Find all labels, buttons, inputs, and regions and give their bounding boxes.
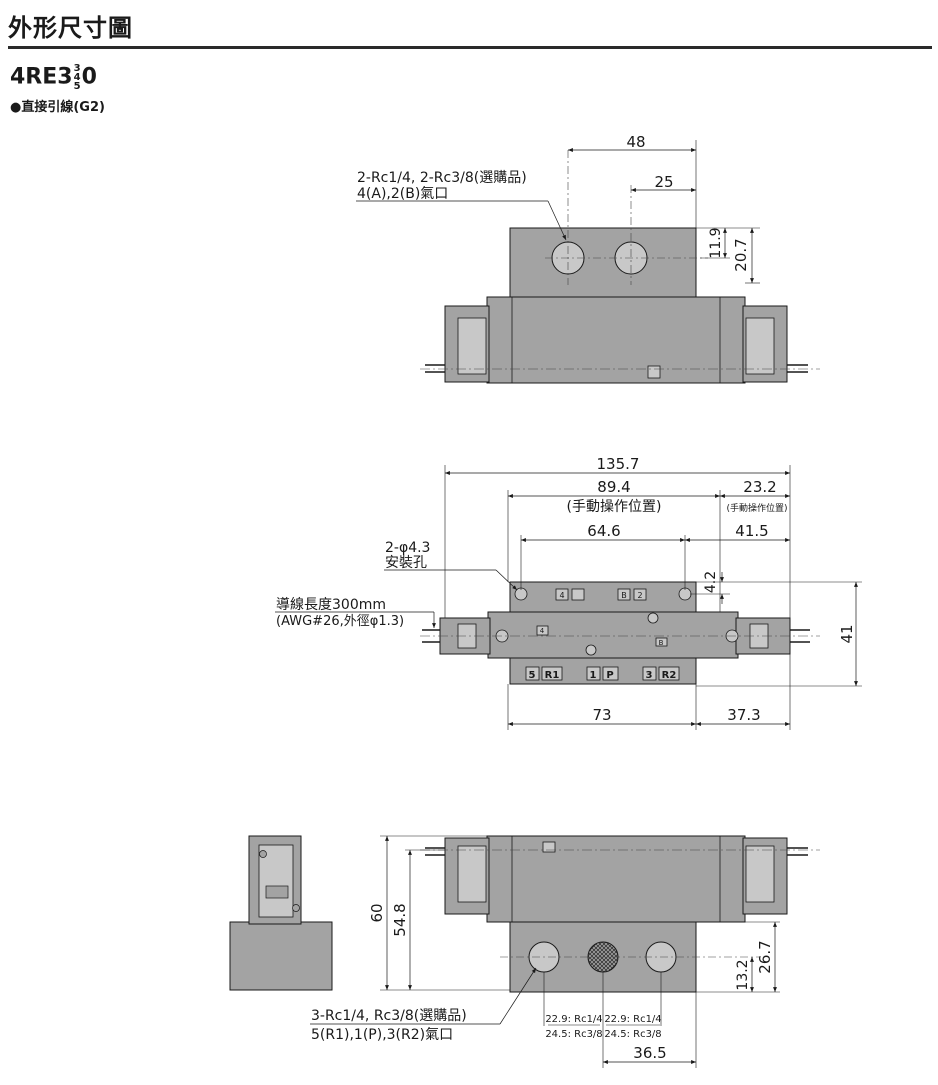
port-1: 1 bbox=[590, 670, 597, 681]
side-notch bbox=[542, 841, 556, 853]
model-frac-top: 3 bbox=[73, 63, 81, 74]
lead-wire-right bbox=[787, 364, 808, 373]
lead-length-label: 導線長度300mm bbox=[276, 597, 386, 613]
manual-op-label-small: (手動操作位置) bbox=[726, 502, 787, 514]
mount-hole-label: 2-φ4.3 bbox=[385, 540, 430, 556]
screw-icon bbox=[647, 612, 659, 624]
port-r1: R1 bbox=[545, 670, 560, 681]
screw-icon bbox=[585, 644, 597, 656]
model-frac-bot: 5 bbox=[73, 81, 81, 92]
port-label-ab-ports: 4(A),2(B)氣口 bbox=[357, 186, 448, 202]
mark-box bbox=[555, 588, 569, 601]
dim-54-8: 54.8 bbox=[391, 903, 409, 936]
dim-11-9: 11.9 bbox=[708, 227, 724, 258]
front-view: 48 25 11.9 20.7 2-Rc1/4, 2-Rc3/8(選購品) 4(… bbox=[356, 133, 820, 384]
dim-48: 48 bbox=[626, 133, 645, 151]
body-notch bbox=[647, 365, 661, 379]
port-5: 5 bbox=[529, 670, 536, 681]
lead-wire-right-plan bbox=[790, 629, 810, 643]
mark-box bbox=[655, 637, 668, 647]
port-label-exhaust-ports: 5(R1),1(P),3(R2)氣口 bbox=[311, 1027, 453, 1043]
port-tag bbox=[602, 666, 619, 681]
port-p: P bbox=[606, 670, 613, 681]
dim-41: 41 bbox=[838, 624, 856, 643]
port-tag bbox=[642, 666, 657, 681]
right-coil bbox=[745, 317, 775, 375]
left-coil bbox=[457, 317, 487, 375]
lead-spec-label: (AWG#26,外徑φ1.3) bbox=[276, 614, 404, 629]
end-view-screw-icon bbox=[259, 850, 267, 858]
side-view: 60 54.8 13.2 26.7 3-Rc1/4, Rc3/8(選購品) 5(… bbox=[310, 835, 820, 1068]
plan-mid-section bbox=[487, 611, 739, 659]
mark-a: 4 bbox=[559, 591, 564, 600]
port-block bbox=[509, 227, 697, 299]
small-label: 24.5: Rc3/8 bbox=[604, 1029, 661, 1040]
page-title: 外形尺寸圖 bbox=[8, 14, 133, 42]
mark-b2: B bbox=[659, 639, 664, 647]
dim-25: 25 bbox=[654, 173, 673, 191]
port-tag bbox=[525, 666, 540, 681]
side-right-coil bbox=[745, 845, 775, 903]
model-prefix: 4RE3 bbox=[10, 64, 73, 90]
port-label-exhaust: 3-Rc1/4, Rc3/8(選購品) bbox=[311, 1008, 467, 1024]
mark-box bbox=[633, 588, 647, 601]
end-view bbox=[229, 835, 333, 991]
leader-line bbox=[547, 200, 567, 241]
dim-89-4: 89.4 bbox=[597, 478, 630, 496]
leader-line bbox=[495, 569, 518, 591]
model-suffix: 0 bbox=[81, 64, 97, 90]
mark-box bbox=[571, 588, 585, 601]
port-label-ab: 2-Rc1/4, 2-Rc3/8(選購品) bbox=[357, 170, 527, 186]
wiring-type: ●直接引線(G2) bbox=[10, 100, 105, 115]
mark-b: B bbox=[621, 591, 627, 600]
small-label: 22.9: Rc1/4 bbox=[604, 1014, 661, 1025]
mark-4: 4 bbox=[540, 627, 545, 635]
end-view-base bbox=[229, 921, 333, 991]
dim-36-5: 36.5 bbox=[633, 1044, 666, 1062]
dim-23-2: 23.2 bbox=[743, 478, 776, 496]
manual-op-label: (手動操作位置) bbox=[567, 499, 662, 515]
port-tag bbox=[541, 666, 563, 681]
end-view-terminal bbox=[265, 885, 289, 899]
side-lead-wire-left bbox=[425, 847, 445, 856]
port-r2: R2 bbox=[662, 670, 677, 681]
end-view-screw-icon bbox=[292, 904, 300, 912]
dim-135-7: 135.7 bbox=[597, 455, 640, 473]
title-divider bbox=[8, 46, 932, 49]
port-tag bbox=[586, 666, 601, 681]
mark-2: 2 bbox=[637, 591, 642, 600]
dim-4-2: 4.2 bbox=[703, 571, 719, 593]
dim-41-5: 41.5 bbox=[735, 522, 768, 540]
side-lead-wire-right bbox=[787, 847, 808, 856]
plan-view: 4 B 2 4 B 5 R1 1 P 3 R2 bbox=[275, 455, 862, 730]
small-label: 24.5: Rc3/8 bbox=[545, 1029, 602, 1040]
small-label: 22.9: Rc1/4 bbox=[545, 1014, 602, 1025]
port-tag bbox=[658, 666, 680, 681]
valve-body bbox=[486, 296, 746, 384]
dim-26-7: 26.7 bbox=[756, 940, 774, 973]
dim-13-2: 13.2 bbox=[735, 959, 751, 990]
mount-hole-label-2: 安裝孔 bbox=[385, 555, 427, 571]
lead-wire-left bbox=[425, 364, 445, 373]
leader-line bbox=[499, 967, 537, 1025]
dim-20-7: 20.7 bbox=[732, 238, 750, 271]
dim-64-6: 64.6 bbox=[587, 522, 620, 540]
side-left-coil bbox=[457, 845, 487, 903]
model-frac-mid: 4 bbox=[73, 72, 81, 83]
dim-37-3: 37.3 bbox=[727, 706, 760, 724]
mark-box bbox=[536, 625, 549, 636]
side-body bbox=[486, 835, 746, 923]
lead-wire-left-plan bbox=[422, 629, 440, 643]
port-3: 3 bbox=[646, 670, 653, 681]
dim-73: 73 bbox=[592, 706, 611, 724]
mark-box bbox=[617, 588, 631, 601]
dim-60: 60 bbox=[368, 903, 386, 922]
